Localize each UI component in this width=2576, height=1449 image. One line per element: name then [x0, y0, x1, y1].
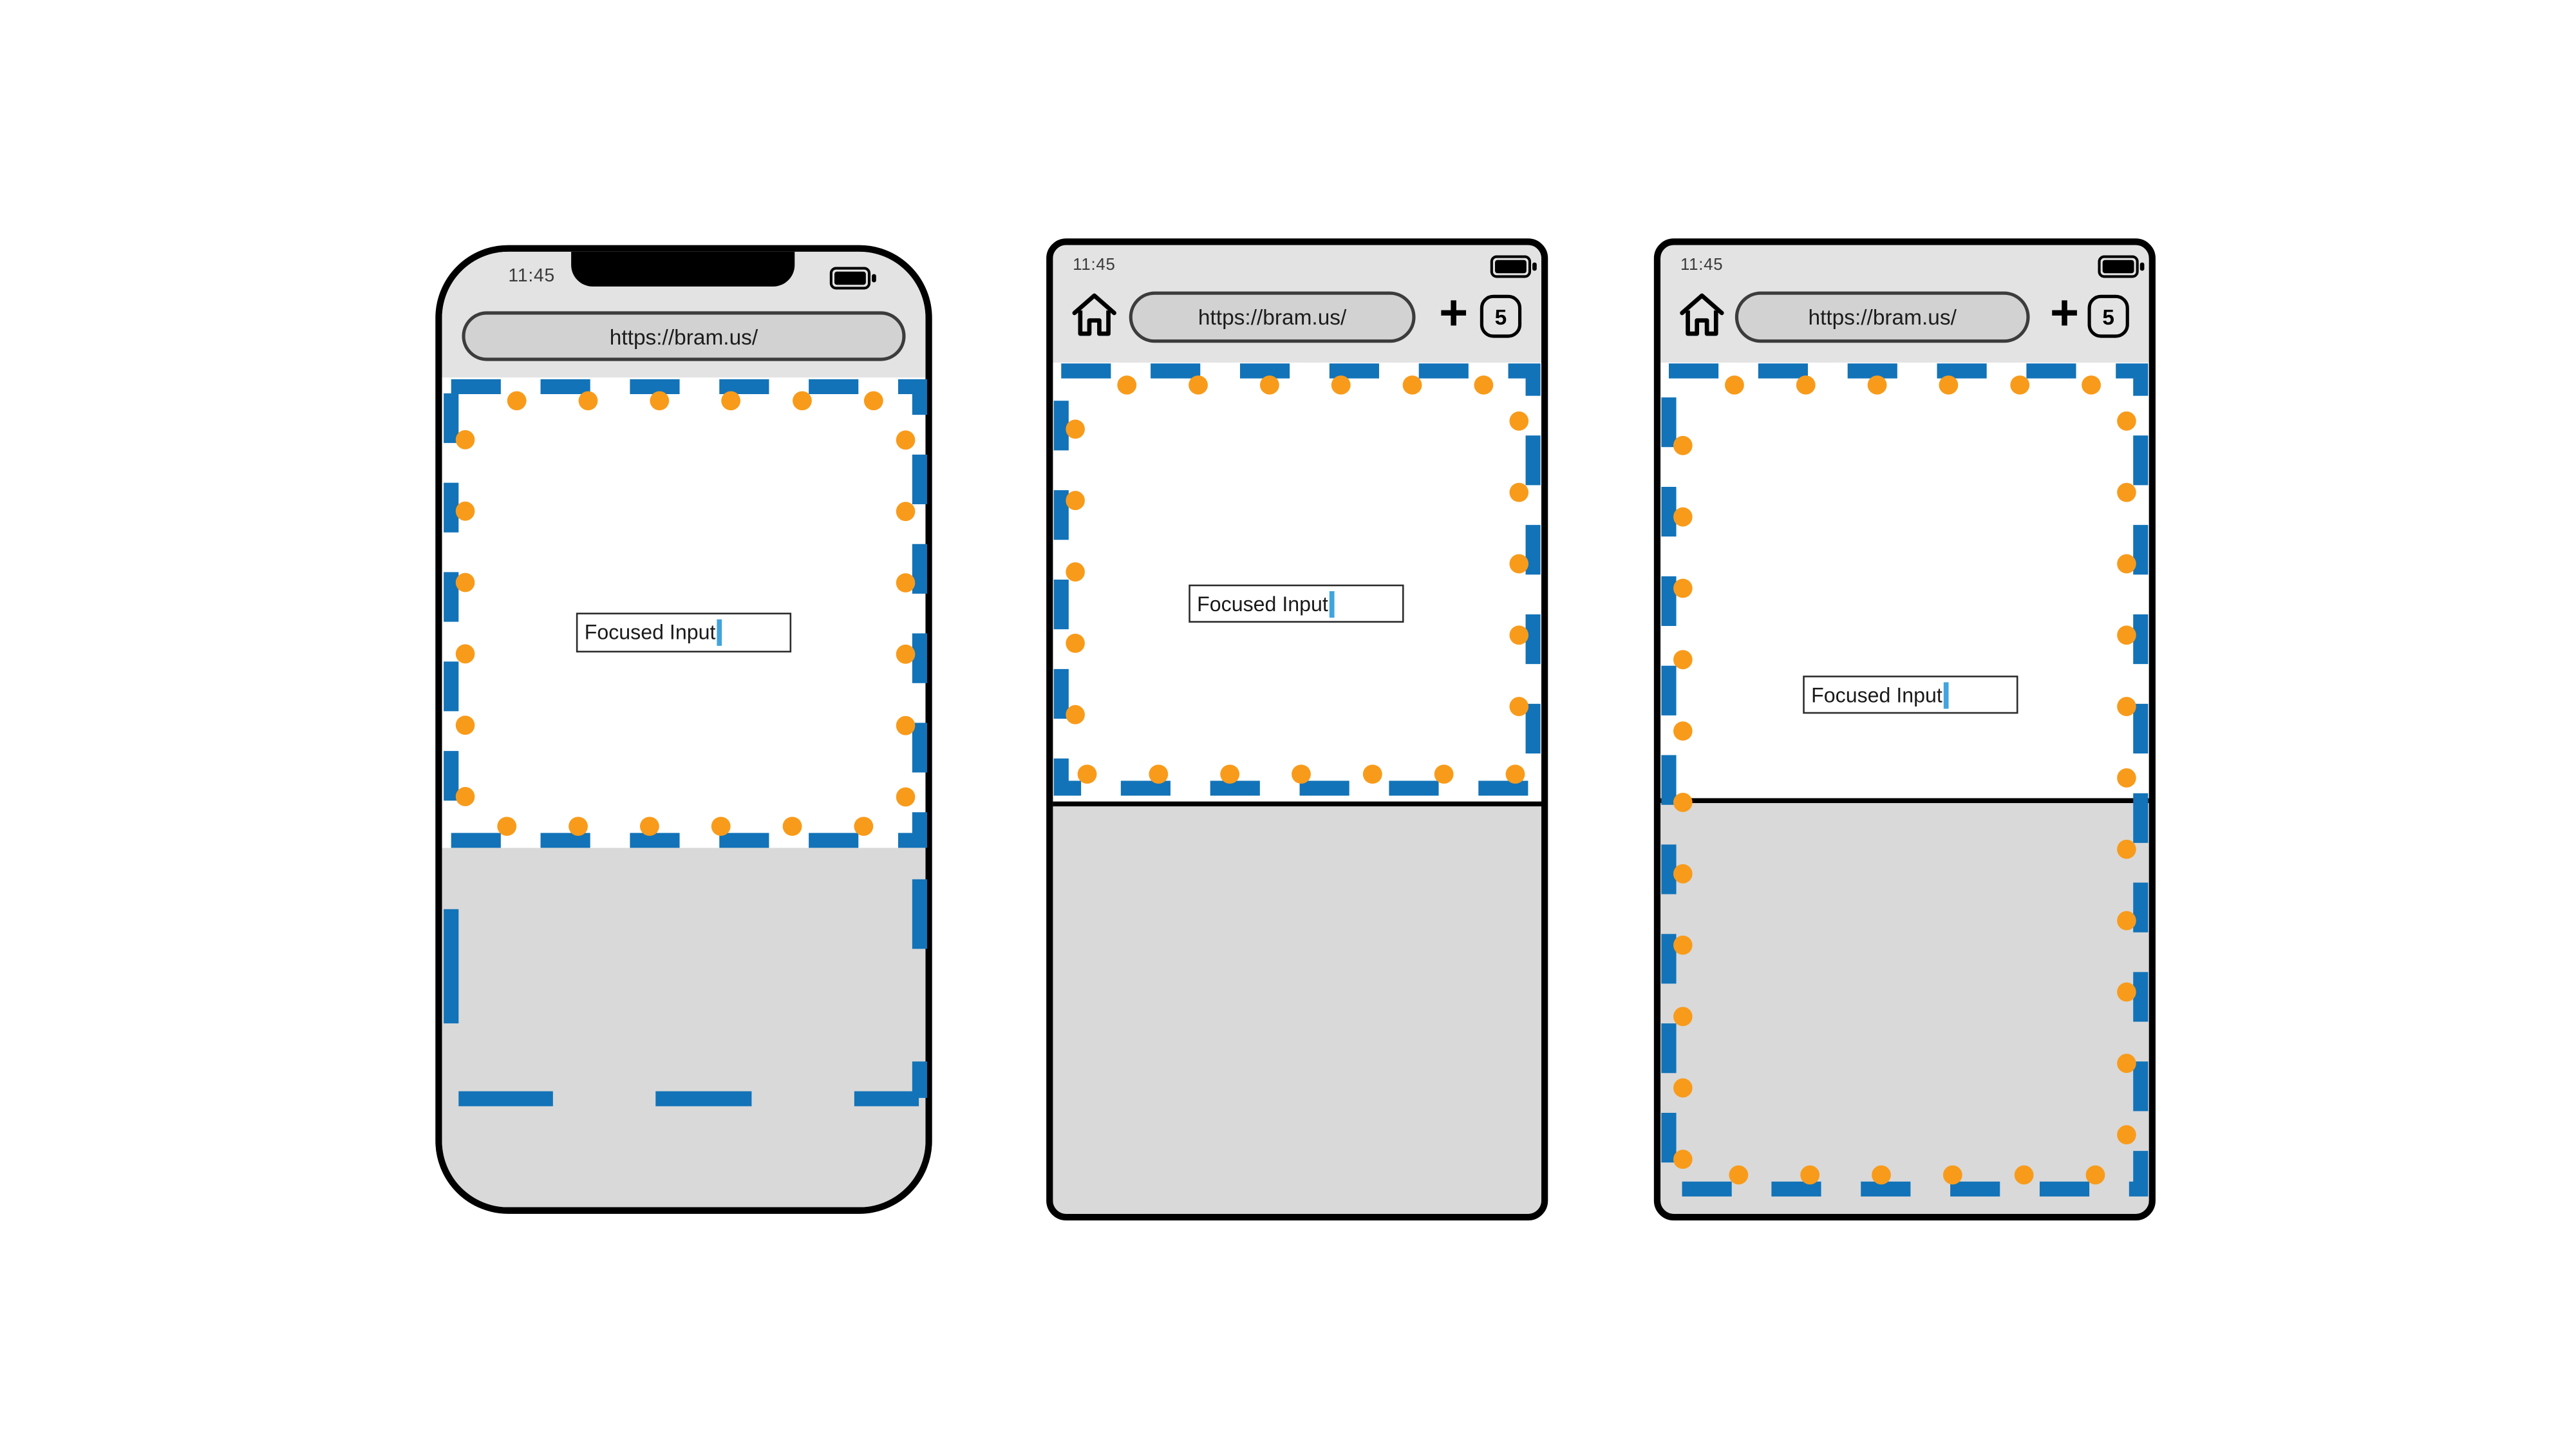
home-button[interactable]: [1675, 292, 1728, 345]
virtual-keyboard-area: [442, 848, 926, 1208]
text-caret: [1330, 590, 1334, 617]
url-text: https://bram.us/: [609, 323, 758, 349]
visual-viewport: Focused Input: [1053, 363, 1541, 802]
home-button[interactable]: [1068, 292, 1121, 345]
keyboard-divider: [1660, 798, 2149, 804]
url-bar[interactable]: https://bram.us/: [1735, 291, 2030, 343]
input-value: Focused Input: [1197, 592, 1328, 616]
tab-counter-button[interactable]: 5: [1480, 294, 1522, 338]
battery-icon: [1490, 255, 1538, 278]
keyboard-divider: [1053, 801, 1541, 807]
phone-2: 11:45 https://bram.us/ +: [1046, 238, 1548, 1221]
visual-viewport: Focused Input: [1660, 363, 2149, 799]
url-bar[interactable]: https://bram.us/: [1129, 291, 1416, 343]
url-bar[interactable]: https://bram.us/: [462, 311, 906, 361]
focused-input[interactable]: Focused Input: [1803, 676, 2018, 714]
new-tab-button[interactable]: +: [2049, 286, 2080, 341]
status-time: 11:45: [1680, 256, 1724, 275]
battery-icon: [2098, 255, 2146, 278]
battery-icon: [829, 267, 878, 290]
focused-input[interactable]: Focused Input: [576, 612, 792, 653]
input-value: Focused Input: [584, 621, 716, 645]
phone-1: 11:45 https://bram.us/ Focused Input: [435, 245, 932, 1214]
tab-counter-button[interactable]: 5: [2087, 294, 2129, 338]
browser-chrome: 11:45 https://bram.us/ +: [1053, 245, 1541, 363]
home-icon: [1675, 287, 1728, 348]
url-text: https://bram.us/: [1808, 305, 1957, 330]
text-caret: [1944, 681, 1948, 708]
browser-chrome: 11:45 https://bram.us/ +: [1660, 245, 2149, 363]
input-value: Focused Input: [1811, 683, 1942, 706]
virtual-keyboard-area: [1053, 806, 1541, 1214]
visual-viewport: Focused Input: [442, 377, 926, 848]
virtual-keyboard-area: [1660, 803, 2149, 1214]
status-time: 11:45: [1073, 256, 1116, 275]
notch: [571, 251, 795, 287]
text-caret: [717, 619, 722, 646]
status-time: 11:45: [508, 266, 555, 287]
phone-3: 11:45 https://bram.us/ +: [1653, 238, 2156, 1221]
focused-input[interactable]: Focused Input: [1189, 584, 1404, 623]
url-text: https://bram.us/: [1198, 305, 1347, 330]
home-icon: [1068, 287, 1121, 348]
new-tab-button[interactable]: +: [1439, 286, 1469, 341]
